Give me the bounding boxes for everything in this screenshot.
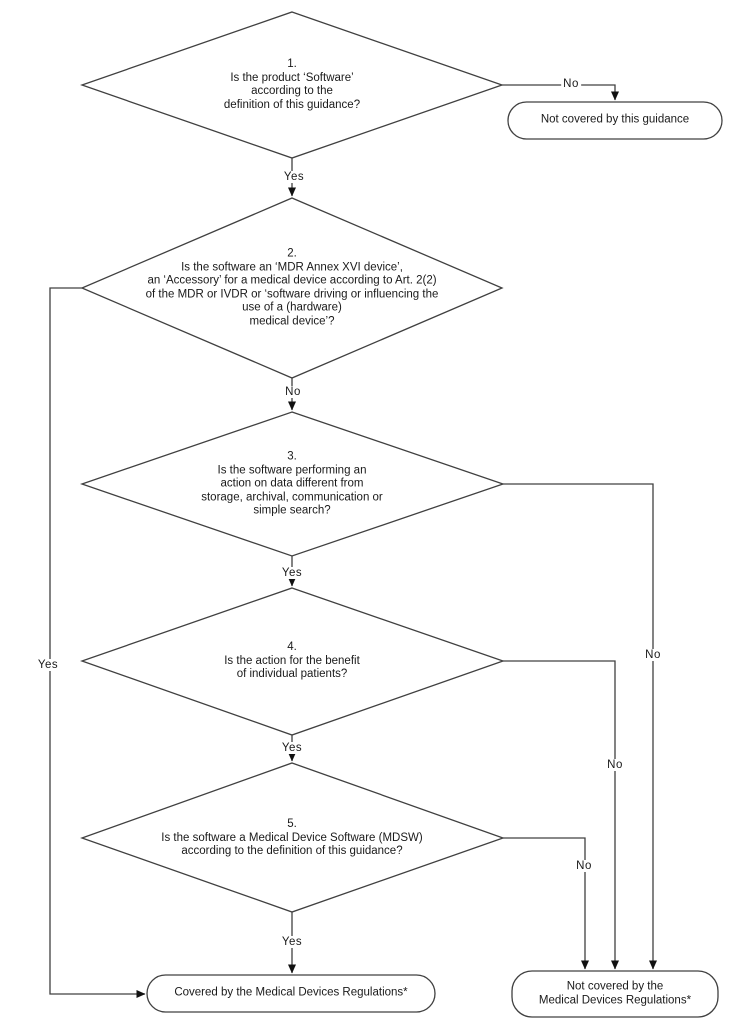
decision-3-label: 3. Is the software performing an action …: [201, 450, 383, 517]
edge-q2-yes-line: [49, 287, 146, 998]
edge-q2-yes-label: Yes: [35, 659, 61, 671]
decision-1-shape: [80, 11, 504, 159]
edge-q5-yes-label: Yes: [279, 936, 305, 948]
edge-q1-no-label: No: [561, 78, 581, 90]
edge-q5-no-label: No: [574, 860, 594, 872]
edge-q3-no-label: No: [643, 649, 663, 661]
edge-q4-no-line: [503, 660, 619, 970]
terminal-not-covered-guidance-shape: [507, 101, 723, 140]
decision-2-label: 2. Is the software an ‘MDR Annex XVI dev…: [145, 247, 439, 328]
edge-q4-no-label: No: [605, 759, 625, 771]
decision-5-label: 5. Is the software a Medical Device Soft…: [161, 817, 423, 857]
decision-3-shape: [79, 411, 506, 557]
edge-q4-yes-label: Yes: [279, 742, 305, 754]
edge-q1-no-line: [502, 84, 619, 101]
decision-4-shape: [80, 587, 505, 736]
edge-q1-yes-label: Yes: [281, 171, 307, 183]
terminal-covered-regulations-label: Covered by the Medical Devices Regulatio…: [174, 986, 408, 999]
decision-5-shape: [80, 762, 505, 913]
terminal-covered-regulations-shape: [146, 974, 436, 1013]
decision-2-shape: [80, 197, 504, 379]
terminal-not-covered-guidance-label: Not covered by this guidance: [540, 113, 690, 126]
decision-1-label: 1. Is the product ‘Software’ according t…: [223, 58, 361, 111]
edge-q3-no-line: [503, 483, 657, 970]
edge-q3-yes-label: Yes: [279, 567, 305, 579]
edge-q2-no-label: No: [283, 386, 303, 398]
terminal-not-covered-regulations-label: Not covered by the Medical Devices Regul…: [538, 980, 692, 1007]
terminal-not-covered-regulations-shape: [511, 970, 719, 1018]
decision-4-label: 4. Is the action for the benefit of indi…: [224, 640, 360, 680]
edge-q5-no-line: [503, 837, 589, 970]
